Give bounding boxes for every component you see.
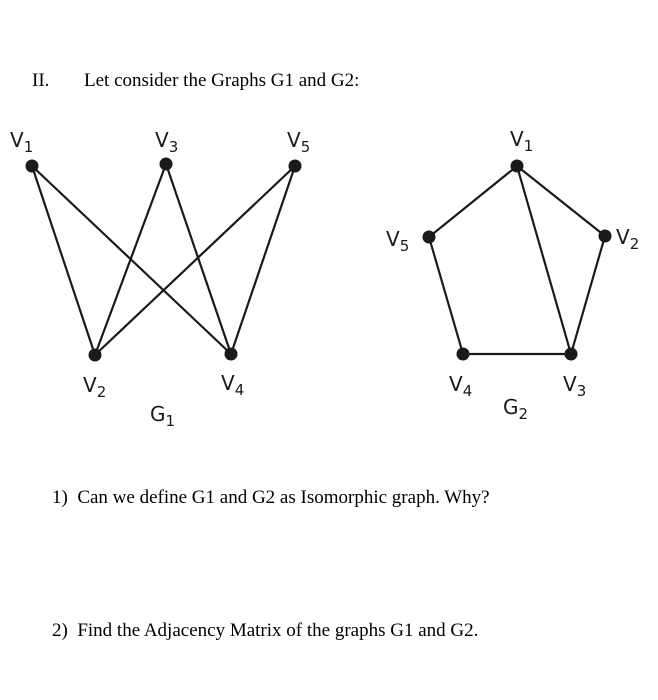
graph-g2-vertex-v4 [456, 347, 470, 361]
question-2-text: Find the Adjacency Matrix of the graphs … [77, 620, 479, 641]
graph-g1-vertex-v2 [88, 348, 102, 362]
graph-g1-edge-v1-v4 [31, 165, 232, 355]
graph-g2-edge-v2-v3 [569, 235, 607, 355]
graph-g1-vertex-v3 [159, 157, 173, 171]
graph-g1-vertex-label-v3: V3 [155, 128, 178, 156]
question-1-number: 1) [52, 487, 68, 508]
question-2-number: 2) [52, 620, 68, 641]
graph-g2-title-sub: 2 [519, 405, 529, 423]
graph-g2-vertex-label-v5: V5 [386, 227, 409, 255]
graph-g2-edge-v4-v5 [427, 236, 465, 355]
graph-g1-edge-v1-v2 [30, 165, 97, 356]
graph-g1-edge-v5-v2 [94, 165, 296, 356]
question-1-text: Can we define G1 and G2 as Isomorphic gr… [77, 487, 490, 508]
graph-g2-edge-v1-v2 [516, 165, 606, 237]
section-heading: Let consider the Graphs G1 and G2: [84, 70, 360, 91]
graph-g2-vertex-label-v2: V2 [616, 225, 639, 253]
graph-g1-vertex-v4 [224, 347, 238, 361]
graph-g2-vertex-label-v3: V3 [563, 372, 586, 400]
graph-g1-vertex-label-v2: V2 [83, 373, 106, 401]
graph-g2-edge-v5-v1 [428, 165, 518, 238]
graph-g2-vertex-v2 [598, 229, 612, 243]
graph-g1-vertex-v5 [288, 159, 302, 173]
graph-g1-vertex-label-v4: V4 [221, 371, 244, 399]
question-1: 1) Can we define G1 and G2 as Isomorphic… [52, 487, 490, 509]
graph-g2-title-main: G [503, 395, 519, 419]
graph-g2-edges [427, 165, 607, 356]
graph-g2-vertex-v3 [564, 347, 578, 361]
graph-g1-edge-v3-v4 [164, 163, 233, 355]
graph-g2-edge-v1-v3 [515, 165, 573, 355]
graph-g2-vertex-v1 [510, 159, 524, 173]
graph-g1-title-main: G [150, 402, 166, 426]
graph-g1-vertex-label-v1: V1 [10, 128, 33, 156]
graph-g2-vertex-v5 [422, 230, 436, 244]
section-number: II. [32, 70, 50, 91]
graph-g2-vertices [422, 159, 612, 361]
graph-g1-edge-v3-v2 [93, 163, 168, 356]
graph-g1-title: G1 [150, 402, 175, 430]
graph-g1-vertices [25, 157, 302, 362]
graph-g1-title-sub: 1 [166, 412, 176, 430]
graph-g2-title: G2 [503, 395, 528, 423]
graph-g1-vertex-v1 [25, 159, 39, 173]
graph-g1-vertex-label-v5: V5 [287, 128, 310, 156]
graph-g1-edge-v5-v4 [229, 165, 297, 355]
graph-g2-vertex-label-v4: V4 [449, 372, 472, 400]
graph-g1-edges [30, 163, 297, 356]
graph-g2-vertex-label-v1: V1 [510, 127, 533, 155]
question-2: 2) Find the Adjacency Matrix of the grap… [52, 620, 478, 642]
